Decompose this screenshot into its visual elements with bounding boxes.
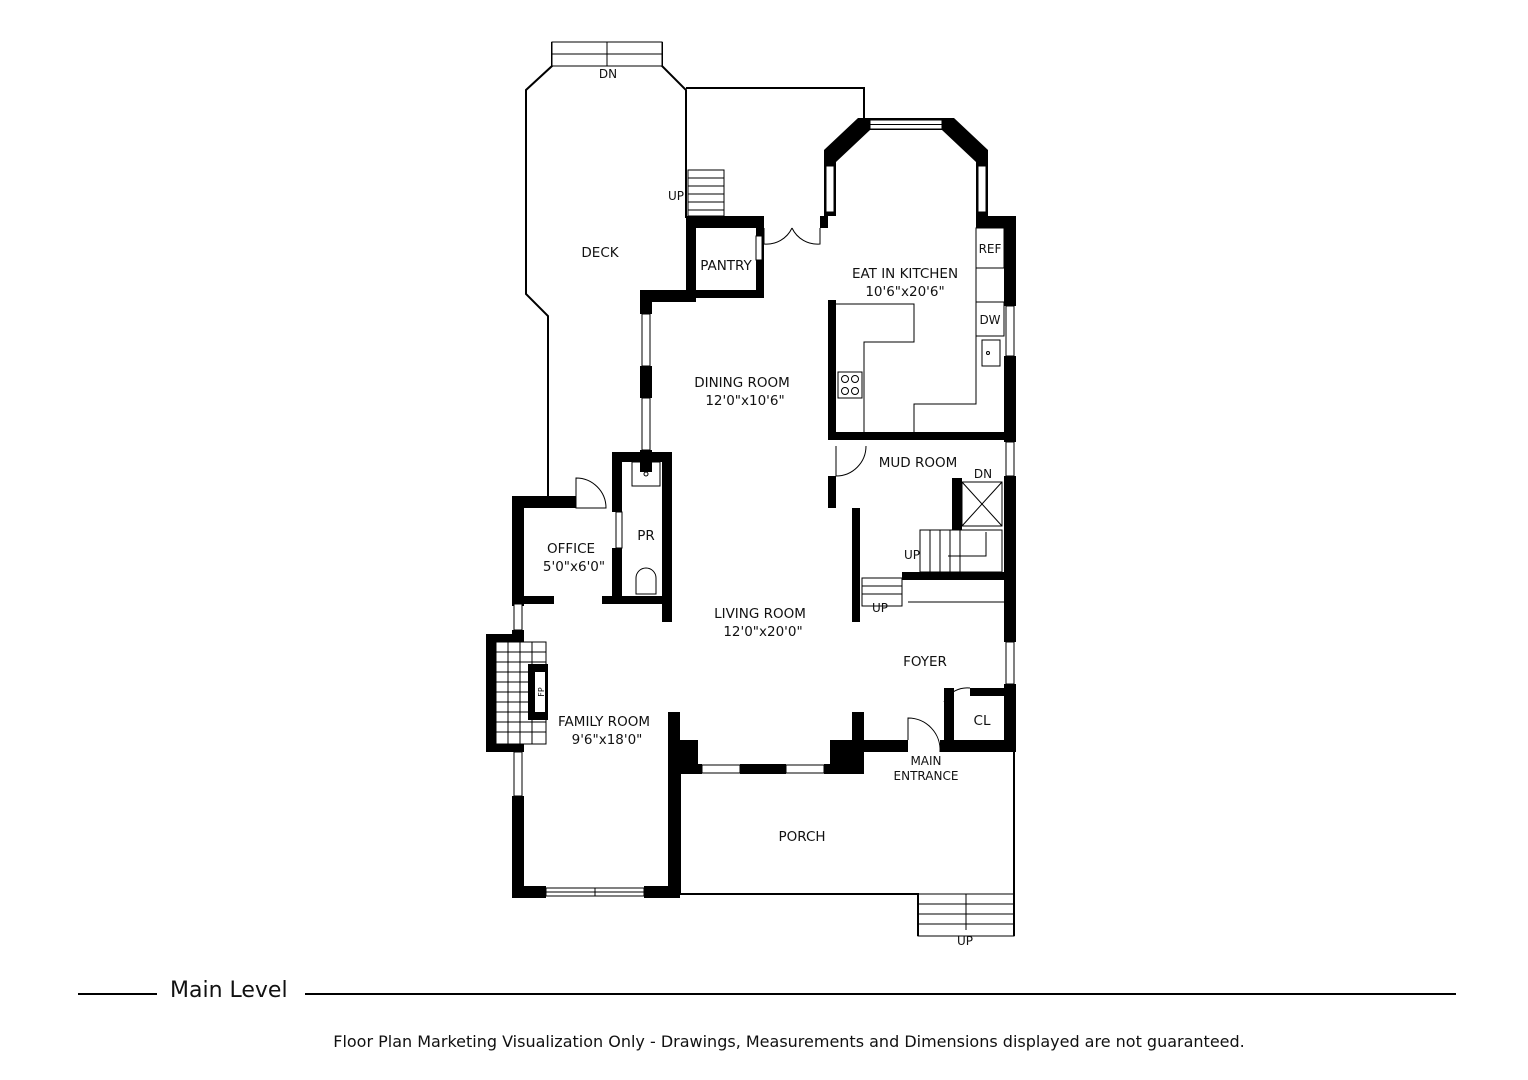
- kitchen-name-label: EAT IN KITCHEN: [852, 266, 958, 282]
- main-entrance-label-1: MAIN: [910, 754, 941, 768]
- deck-down-label: DN: [599, 67, 617, 81]
- main-entrance-label-2: ENTRANCE: [894, 769, 959, 783]
- dining-dim-label: 12'0"x10'6": [705, 393, 784, 409]
- office-dim-label: 5'0"x6'0": [543, 559, 605, 575]
- deck-stairs: [687, 169, 725, 217]
- walls: [486, 118, 1016, 898]
- level-title-row: Main Level: [78, 978, 1456, 1010]
- mud-room-label: MUD ROOM: [879, 455, 958, 471]
- pantry-label: PANTRY: [700, 258, 752, 274]
- level-rule-right: [305, 993, 1456, 995]
- stair-up-label: UP: [904, 548, 920, 562]
- stair-labels: DN UP DN UP UP UP: [599, 67, 992, 948]
- disclaimer: Floor Plan Marketing Visualization Only …: [333, 1032, 1245, 1051]
- family-name-label: FAMILY ROOM: [558, 714, 650, 730]
- doors: [575, 227, 971, 753]
- deck-label: DECK: [581, 245, 619, 261]
- deck-outline: [525, 41, 865, 498]
- powder-room-fixtures: [631, 461, 661, 595]
- level-title: Main Level: [170, 978, 288, 1003]
- room-labels: DECK PANTRY EAT IN KITCHEN 10'6"x20'6" D…: [543, 245, 991, 845]
- fireplace-label: FP: [537, 687, 546, 697]
- dining-name-label: DINING ROOM: [694, 375, 790, 391]
- level-rule-left: [78, 993, 157, 995]
- dishwasher-label: DW: [979, 313, 1000, 327]
- living-name-label: LIVING ROOM: [714, 606, 806, 622]
- closet-label: CL: [974, 713, 991, 729]
- refrigerator-label: REF: [979, 242, 1002, 256]
- fireplace: [495, 641, 548, 745]
- porch-outline: [679, 752, 1015, 937]
- kitchen-counters: [836, 227, 1005, 432]
- family-dim-label: 9'6"x18'0": [572, 732, 643, 748]
- porch-up-label: UP: [957, 934, 973, 948]
- kitchen-dim-label: 10'6"x20'6": [865, 284, 944, 300]
- powder-room-label: PR: [637, 528, 655, 544]
- porch-label: PORCH: [778, 829, 825, 845]
- foyer-up-label: UP: [872, 601, 888, 615]
- living-dim-label: 12'0"x20'0": [723, 624, 802, 640]
- office-name-label: OFFICE: [547, 541, 595, 557]
- interior-stairs: [861, 481, 1004, 607]
- windows: [513, 119, 1015, 897]
- floor-plan: DECK PANTRY EAT IN KITCHEN 10'6"x20'6" D…: [486, 41, 1016, 948]
- deck-up-label: UP: [668, 189, 684, 203]
- fixture-labels: REF DW FP: [537, 242, 1002, 697]
- foyer-label: FOYER: [903, 654, 947, 670]
- mud-down-label: DN: [974, 467, 992, 481]
